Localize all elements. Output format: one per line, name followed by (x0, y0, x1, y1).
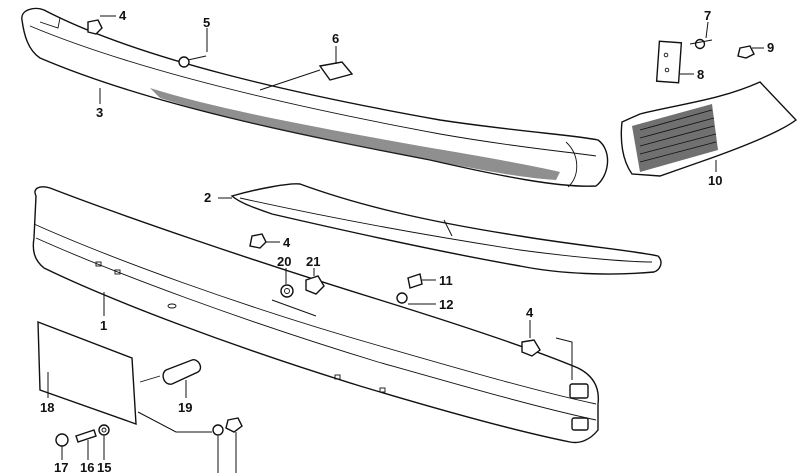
bracket-plate-part-8 (655, 40, 683, 84)
hardware-parts (55, 19, 755, 447)
callout-18: 18 (40, 400, 54, 415)
callout-17: 17 (54, 460, 68, 473)
corner-section-part-10 (620, 81, 798, 177)
callout-4-mid: 4 (283, 235, 291, 250)
callout-3: 3 (96, 105, 103, 120)
bumper-bar-part-3 (21, 7, 609, 188)
callout-6: 6 (332, 31, 339, 46)
callout-5: 5 (203, 15, 210, 30)
callout-15: 15 (97, 460, 111, 473)
callout-20: 20 (277, 254, 291, 269)
callout-7: 7 (704, 8, 711, 23)
callout-16: 16 (80, 460, 94, 473)
callout-19: 19 (178, 400, 192, 415)
callout-labels: 4 5 6 7 9 8 3 10 2 4 20 21 11 12 1 4 18 … (40, 8, 774, 473)
main-bumper-part-1 (32, 186, 600, 444)
callout-10: 10 (708, 173, 722, 188)
callout-9: 9 (767, 40, 774, 55)
callout-8: 8 (697, 67, 704, 82)
callout-2: 2 (204, 190, 211, 205)
callout-21: 21 (306, 254, 320, 269)
license-plate-part-18 (37, 320, 137, 426)
callout-11: 11 (439, 273, 453, 288)
leader-lines (47, 15, 764, 473)
callout-1: 1 (100, 318, 107, 333)
callout-4-low: 4 (526, 305, 534, 320)
callout-4-top: 4 (119, 8, 127, 23)
spoiler-strip-part-2 (230, 183, 662, 275)
callout-12: 12 (439, 297, 453, 312)
